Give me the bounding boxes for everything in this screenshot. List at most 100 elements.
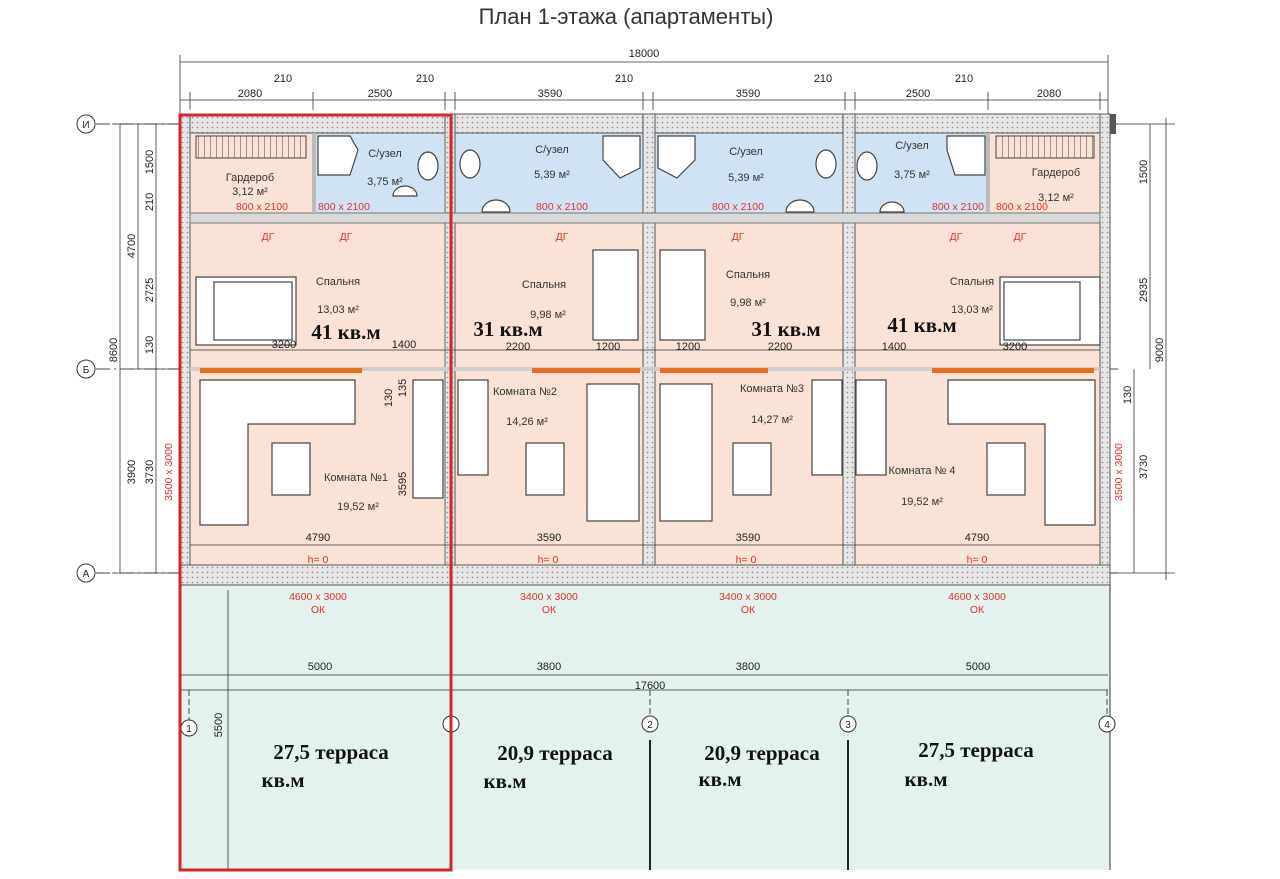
bedroom-1-label: Спальня xyxy=(316,276,360,288)
left-dimensions: 8600 4700 3900 1500 210 2725 130 3730 xyxy=(108,123,180,574)
wardrobe-rack-right xyxy=(995,135,1095,159)
bedroom-4-area: 13,03 м² xyxy=(951,304,993,316)
door-type-4: ДГ xyxy=(732,231,745,243)
sofa-icon xyxy=(199,379,356,526)
axis-row-a-marker xyxy=(76,563,96,583)
dim-inner-3: 2200 xyxy=(506,341,530,353)
terrace-3-label: 20,9 терраса xyxy=(704,741,820,765)
terrace-door-2: 3400 x 3000 xyxy=(520,591,578,603)
bath-fixtures xyxy=(317,135,986,213)
axis-col-3-marker xyxy=(839,715,857,733)
unit-2-total: 31 кв.м xyxy=(473,317,542,341)
toilet-icon xyxy=(856,151,878,181)
dim-room-4: 4790 xyxy=(965,532,989,544)
terrace-3-unit: кв.м xyxy=(699,767,742,791)
dim-top-7: 3590 xyxy=(736,88,760,100)
window-left: 3500 x 3000 xyxy=(163,443,175,501)
kitchen-icon xyxy=(811,379,843,476)
bath-4-label: С/узел xyxy=(895,140,929,152)
door-type-1: ДГ xyxy=(262,231,275,243)
terrace-labels: 27,5 терраса кв.м 20,9 терраса кв.м 20,9… xyxy=(262,738,1035,793)
axis-row-i: И xyxy=(82,120,89,131)
dim-small-135: 135 xyxy=(397,379,409,397)
right-dimensions: 9000 2935 1500 3730 130 xyxy=(1108,118,1175,580)
toilet-icon xyxy=(815,149,837,179)
bed-icon xyxy=(592,249,639,341)
terrace-4-label: 27,5 терраса xyxy=(918,738,1034,762)
bath-3-label: С/узел xyxy=(729,146,763,158)
dim-terrace-4: 5000 xyxy=(966,661,990,673)
dim-left-3900: 3900 xyxy=(126,460,138,484)
level-mark-4: h= 0 xyxy=(967,554,988,566)
dim-top-2: 210 xyxy=(274,73,292,85)
sofa-icon xyxy=(586,383,640,522)
terrace-door-1: 4600 x 3000 xyxy=(289,591,347,603)
sofa-icon xyxy=(947,379,1096,526)
terrace-door-4: 4600 x 3000 xyxy=(948,591,1006,603)
dim-top-6: 210 xyxy=(615,73,633,85)
dim-terrace-2: 3800 xyxy=(537,661,561,673)
axis-col-2: 2 xyxy=(647,720,653,731)
dim-inner-4: 1200 xyxy=(596,341,620,353)
axis-row-b-marker xyxy=(76,359,96,379)
dim-top-9: 2500 xyxy=(906,88,930,100)
living-2-area: 14,26 м² xyxy=(506,416,548,428)
toilet-icon xyxy=(459,149,481,179)
terrace-4-unit: кв.м xyxy=(905,767,948,791)
dim-right-1500: 1500 xyxy=(1138,160,1150,184)
dim-top-11: 2080 xyxy=(1037,88,1061,100)
dim-right-2935: 2935 xyxy=(1138,278,1150,302)
table-icon xyxy=(271,442,311,496)
wardrobe-rack-left xyxy=(195,135,307,159)
door-size-4: 800 x 2100 xyxy=(712,201,764,213)
partition xyxy=(200,368,362,373)
living-4-area: 19,52 м² xyxy=(901,496,943,508)
door-size-6: 800 x 2100 xyxy=(996,201,1048,213)
dim-left-1500: 1500 xyxy=(144,150,156,174)
dim-right-130: 130 xyxy=(1122,386,1134,404)
bath-1-area: 3,75 м² xyxy=(367,176,403,188)
terrace-door-3: 3400 x 3000 xyxy=(719,591,777,603)
unit-1-highlight xyxy=(178,113,453,872)
dim-room-2: 3590 xyxy=(537,532,561,544)
partition xyxy=(532,368,640,373)
kitchen-icon xyxy=(412,379,444,499)
table-icon xyxy=(525,442,565,496)
dim-top-8: 210 xyxy=(814,73,832,85)
wardrobe-1-label: Гардероб xyxy=(226,172,274,184)
bedroom-2-area: 9,98 м² xyxy=(530,309,566,321)
dim-top-3: 2500 xyxy=(368,88,392,100)
shower-icon xyxy=(946,135,986,176)
dim-inner-8: 3200 xyxy=(1003,341,1027,353)
axis-row-i-marker xyxy=(76,114,96,134)
living-3-area: 14,27 м² xyxy=(751,414,793,426)
dim-terrace-1: 5000 xyxy=(308,661,332,673)
dim-left-130: 130 xyxy=(144,336,156,354)
sink-icon xyxy=(785,199,815,213)
shower-icon xyxy=(602,135,641,179)
table-icon xyxy=(732,442,772,496)
door-size-1: 800 x 2100 xyxy=(236,201,288,213)
dim-top-5: 3590 xyxy=(538,88,562,100)
wardrobe-1-area: 3,12 м² xyxy=(232,186,268,198)
unit-1-total: 41 кв.м xyxy=(311,320,380,344)
toilet-icon xyxy=(417,151,439,181)
dim-left-8600: 8600 xyxy=(108,338,120,362)
level-mark-3: h= 0 xyxy=(736,554,757,566)
dim-room-1: 4790 xyxy=(306,532,330,544)
terrace-dimensions: 5000 3800 3800 5000 17600 5500 xyxy=(180,585,1111,870)
dim-inner-6: 2200 xyxy=(768,341,792,353)
sink-icon xyxy=(879,201,905,213)
axis-col-2-marker xyxy=(641,715,659,733)
bedroom-4-label: Спальня xyxy=(950,276,994,288)
beds xyxy=(195,249,1101,346)
axis-col-4-marker xyxy=(1098,715,1116,733)
level-mark-2: h= 0 xyxy=(538,554,559,566)
living-3-label: Комната №3 xyxy=(740,383,804,395)
dim-left-2725: 2725 xyxy=(144,278,156,302)
dim-right-9000: 9000 xyxy=(1154,338,1166,362)
unit-4-total: 41 кв.м xyxy=(887,313,956,337)
shower-icon xyxy=(317,135,359,176)
terrace-2-unit: кв.м xyxy=(484,769,527,793)
dim-inner-7: 1400 xyxy=(882,341,906,353)
